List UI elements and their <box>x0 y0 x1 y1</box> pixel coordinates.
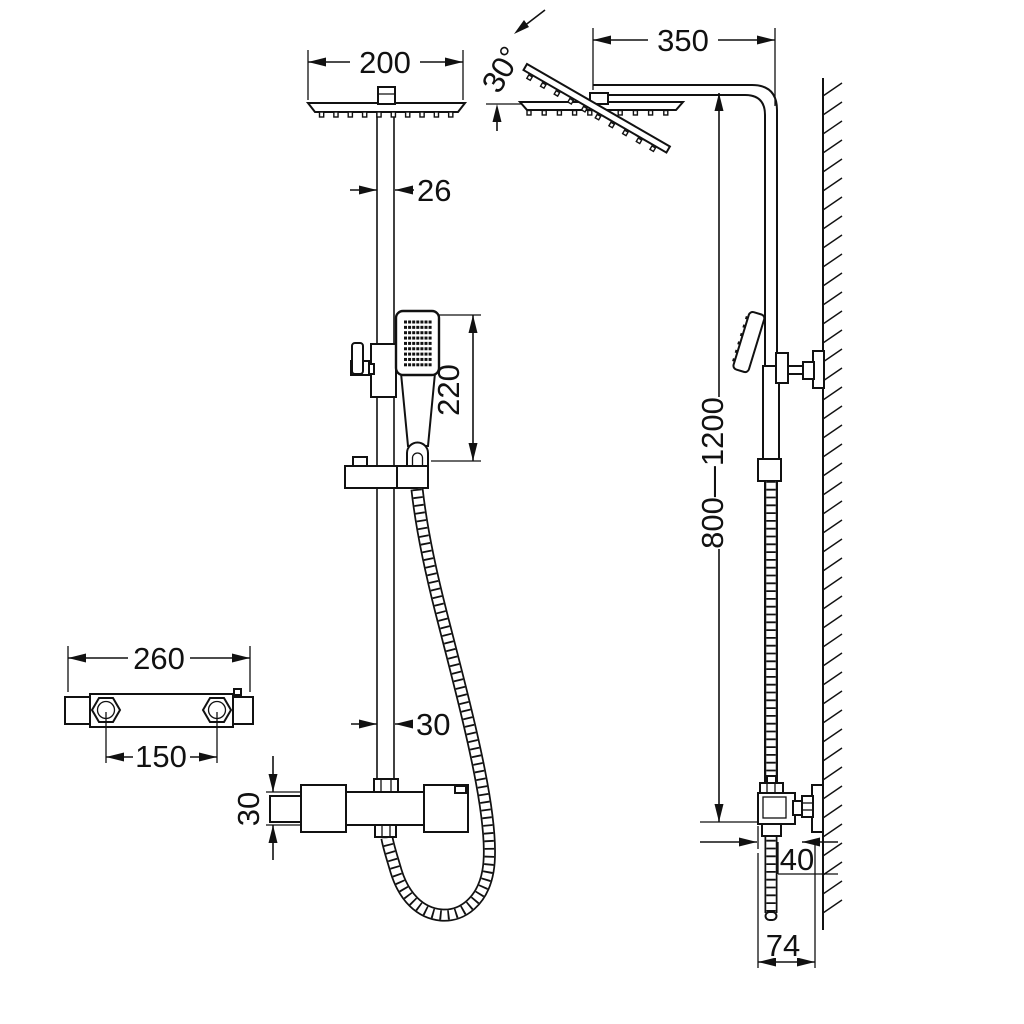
dim-pipe-width: 30 <box>351 707 450 742</box>
mixer-right-handle <box>423 784 469 833</box>
dim-inlet-spacing: 150 <box>105 712 218 774</box>
dim-label-30deg: 30° <box>475 40 529 98</box>
inlet-nut-left <box>90 697 122 723</box>
wall-bracket-side <box>775 350 825 389</box>
dim-label-260: 260 <box>133 641 185 676</box>
mixer-end-cap <box>269 795 302 823</box>
mixer-valve-front <box>269 778 469 838</box>
shower-nozzles-tilted <box>525 73 657 153</box>
dim-valve-width: 260 <box>67 641 251 692</box>
mixer-left-handle <box>300 784 347 833</box>
mixer-bottom-nut-side <box>761 823 782 837</box>
hose-end-tip <box>764 911 778 921</box>
dim-label-150: 150 <box>135 739 187 774</box>
rain-shower-head-tilted <box>522 62 672 154</box>
dim-label-800-1200: 800—1200 <box>695 397 730 549</box>
bracket-rod <box>787 365 805 375</box>
dim-label-26: 26 <box>417 173 451 208</box>
dim-hand-shower-length: 220 <box>431 314 481 462</box>
shower-hose-side-lower <box>764 832 778 921</box>
mixer-wall-nut <box>801 795 814 818</box>
mixer-valve-side <box>757 775 824 837</box>
hand-shower-dots-side <box>732 316 749 362</box>
shower-hose-front <box>380 488 496 922</box>
dim-label-220: 220 <box>431 364 466 416</box>
dim-head-width: 200 <box>307 45 464 100</box>
dim-label-40: 40 <box>780 842 814 877</box>
hand-shower-handle-front <box>399 372 437 447</box>
head-connector-front <box>377 86 396 105</box>
side-elevation-view: 30° 350 800—1200 <box>475 9 843 968</box>
dim-label-350: 350 <box>657 23 709 58</box>
inlet-nut-right <box>201 697 233 723</box>
diverter-front <box>350 342 397 398</box>
diverter-knob <box>351 342 364 375</box>
mixer-cap-right-top <box>232 696 254 725</box>
shower-nozzles-front <box>318 111 454 118</box>
mixer-body-side <box>757 792 796 825</box>
mixer-safety-button <box>454 785 467 794</box>
rain-shower-head-front <box>305 102 468 113</box>
hose-ferrule-side <box>757 458 782 482</box>
dim-label-200: 200 <box>359 45 411 80</box>
dim-label-30-pipe: 30 <box>416 707 450 742</box>
dim-head-pipe: 26 <box>350 173 451 208</box>
hand-shower-side <box>732 310 782 482</box>
dim-valve-height: 30 <box>231 756 301 860</box>
mixer-cap-left-top <box>64 696 91 725</box>
riser-pipe-front <box>376 112 395 780</box>
dim-riser-range: 800—1200 <box>695 93 758 823</box>
hand-shower-spray-grid <box>404 320 432 367</box>
head-connector-side <box>589 92 609 105</box>
slider-bracket-front <box>344 456 429 489</box>
mixer-top-nut <box>373 778 399 793</box>
mixer-bottom-nut <box>374 824 397 838</box>
dim-label-30-valve: 30 <box>231 792 266 826</box>
shower-nozzles-side <box>526 109 669 116</box>
mixer-button-top <box>233 688 242 696</box>
dim-arm-length: 350 <box>592 23 775 90</box>
dim-total-depth: 74 <box>757 840 816 968</box>
dim-label-74: 74 <box>766 928 800 963</box>
front-elevation-view: 200 26 <box>231 45 496 922</box>
hand-shower-head-side <box>732 310 766 374</box>
hand-shower-front <box>394 309 441 467</box>
mixer-top-view: 260 150 <box>64 641 254 774</box>
shower-arm-and-riser-side <box>593 84 778 790</box>
wall-hatching <box>822 82 843 914</box>
hand-shower-hook <box>406 441 429 467</box>
